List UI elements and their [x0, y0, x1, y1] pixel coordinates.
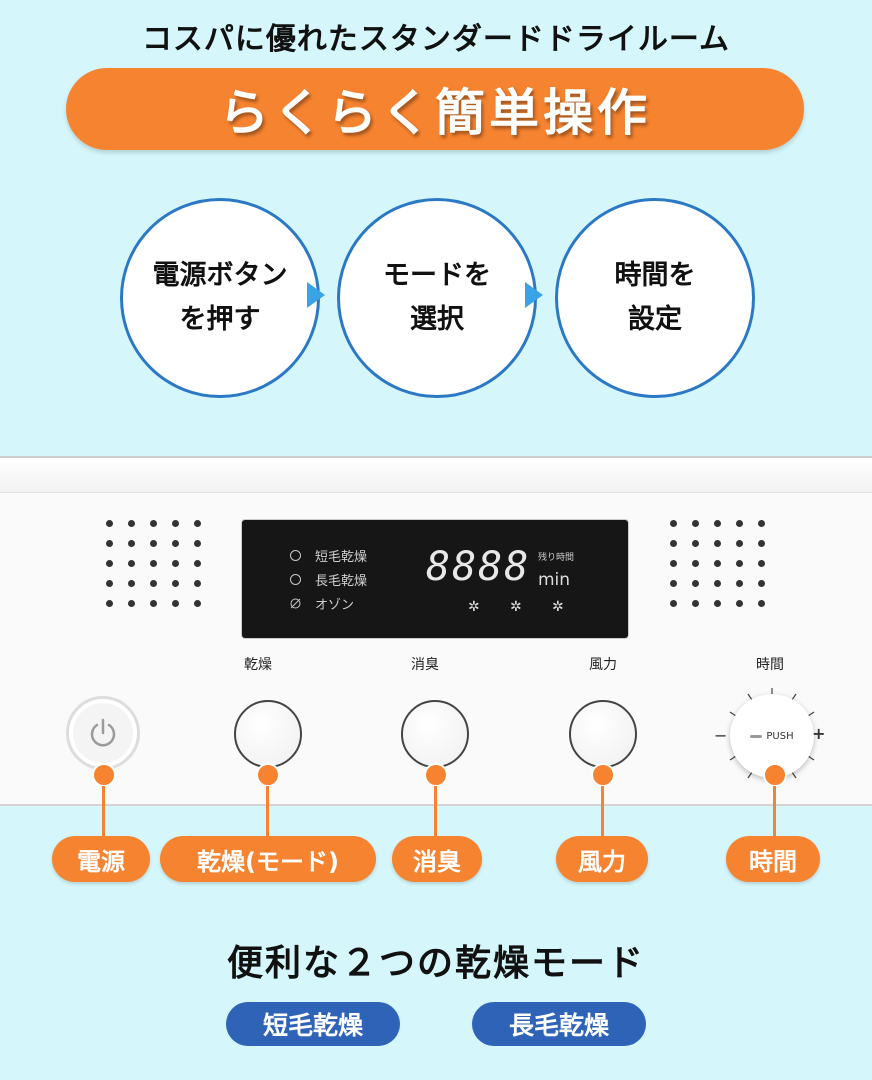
control-panel: 短毛乾燥 長毛乾燥 オゾン 8888 残り時間 min ✲ ✲ ✲ 乾燥 消臭 …: [0, 456, 872, 806]
step-mode-label: モードを 選択: [383, 260, 491, 335]
deodorize-label: 消臭: [411, 657, 439, 673]
callout-line: [102, 786, 105, 836]
time-unit: min: [538, 570, 571, 590]
fan-icon: ✲: [552, 599, 564, 615]
callout-deodorize: 消臭: [392, 836, 482, 882]
pill-long-hair: 長毛乾燥: [472, 1002, 646, 1046]
callout-dot: [256, 763, 280, 787]
panel-top-ledge: [0, 458, 872, 493]
callout-dot: [591, 763, 615, 787]
callout-dot: [424, 763, 448, 787]
headline: コスパに優れたスタンダードドライルーム: [141, 22, 731, 57]
dial-plus: +: [812, 724, 826, 743]
time-dial-area: PUSH − +: [712, 686, 832, 786]
callout-line: [266, 786, 269, 836]
ozone-icon: [290, 598, 301, 609]
step-time-label: 時間を 設定: [614, 260, 696, 335]
callout-dry-mode: 乾燥(モード): [160, 836, 376, 882]
deodorize-button[interactable]: [401, 700, 469, 768]
fan-icon: ✲: [510, 599, 522, 615]
pill-short-hair: 短毛乾燥: [226, 1002, 400, 1046]
callout-line: [601, 786, 604, 836]
step-time: 時間を 設定: [555, 198, 755, 398]
airflow-label: 風力: [589, 657, 617, 673]
speaker-grille-right: [670, 520, 766, 608]
dial-minus: −: [714, 726, 728, 745]
arrow-right-icon: [307, 282, 325, 308]
lcd-display: 短毛乾燥 長毛乾燥 オゾン 8888 残り時間 min ✲ ✲ ✲: [242, 520, 628, 638]
arrow-right-icon: [525, 282, 543, 308]
airflow-button[interactable]: [569, 700, 637, 768]
callout-time: 時間: [726, 836, 820, 882]
callout-airflow: 風力: [556, 836, 648, 882]
section-subhead: 便利な２つの乾燥モード: [226, 943, 645, 984]
push-label: PUSH: [766, 730, 794, 742]
callout-line: [434, 786, 437, 836]
power-icon: [90, 718, 116, 747]
banner: らくらく簡単操作: [66, 68, 804, 150]
step-power-label: 電源ボタン を押す: [152, 260, 288, 335]
fan-icon: ✲: [468, 599, 480, 615]
display-mode-long: 長毛乾燥: [290, 570, 367, 589]
step-mode: モードを 選択: [337, 198, 537, 398]
display-mode-short: 短毛乾燥: [290, 546, 367, 565]
callout-line: [773, 786, 776, 836]
display-mode-ozone: オゾン: [290, 594, 354, 613]
callout-dot: [763, 763, 787, 787]
time-label: 時間: [756, 657, 784, 673]
step-power: 電源ボタン を押す: [120, 198, 320, 398]
dry-mode-button[interactable]: [234, 700, 302, 768]
dial-indicator: [750, 734, 763, 738]
speaker-grille-left: [106, 520, 202, 608]
callout-dot: [92, 763, 116, 787]
long-hair-icon: [290, 574, 301, 585]
power-button[interactable]: [66, 696, 140, 770]
banner-text: らくらく簡単操作: [219, 84, 651, 142]
callout-power: 電源: [52, 836, 150, 882]
remaining-time-label: 残り時間: [538, 553, 575, 563]
short-hair-icon: [290, 550, 301, 561]
time-digits: 8888: [426, 544, 531, 590]
dry-label: 乾燥: [244, 657, 272, 673]
